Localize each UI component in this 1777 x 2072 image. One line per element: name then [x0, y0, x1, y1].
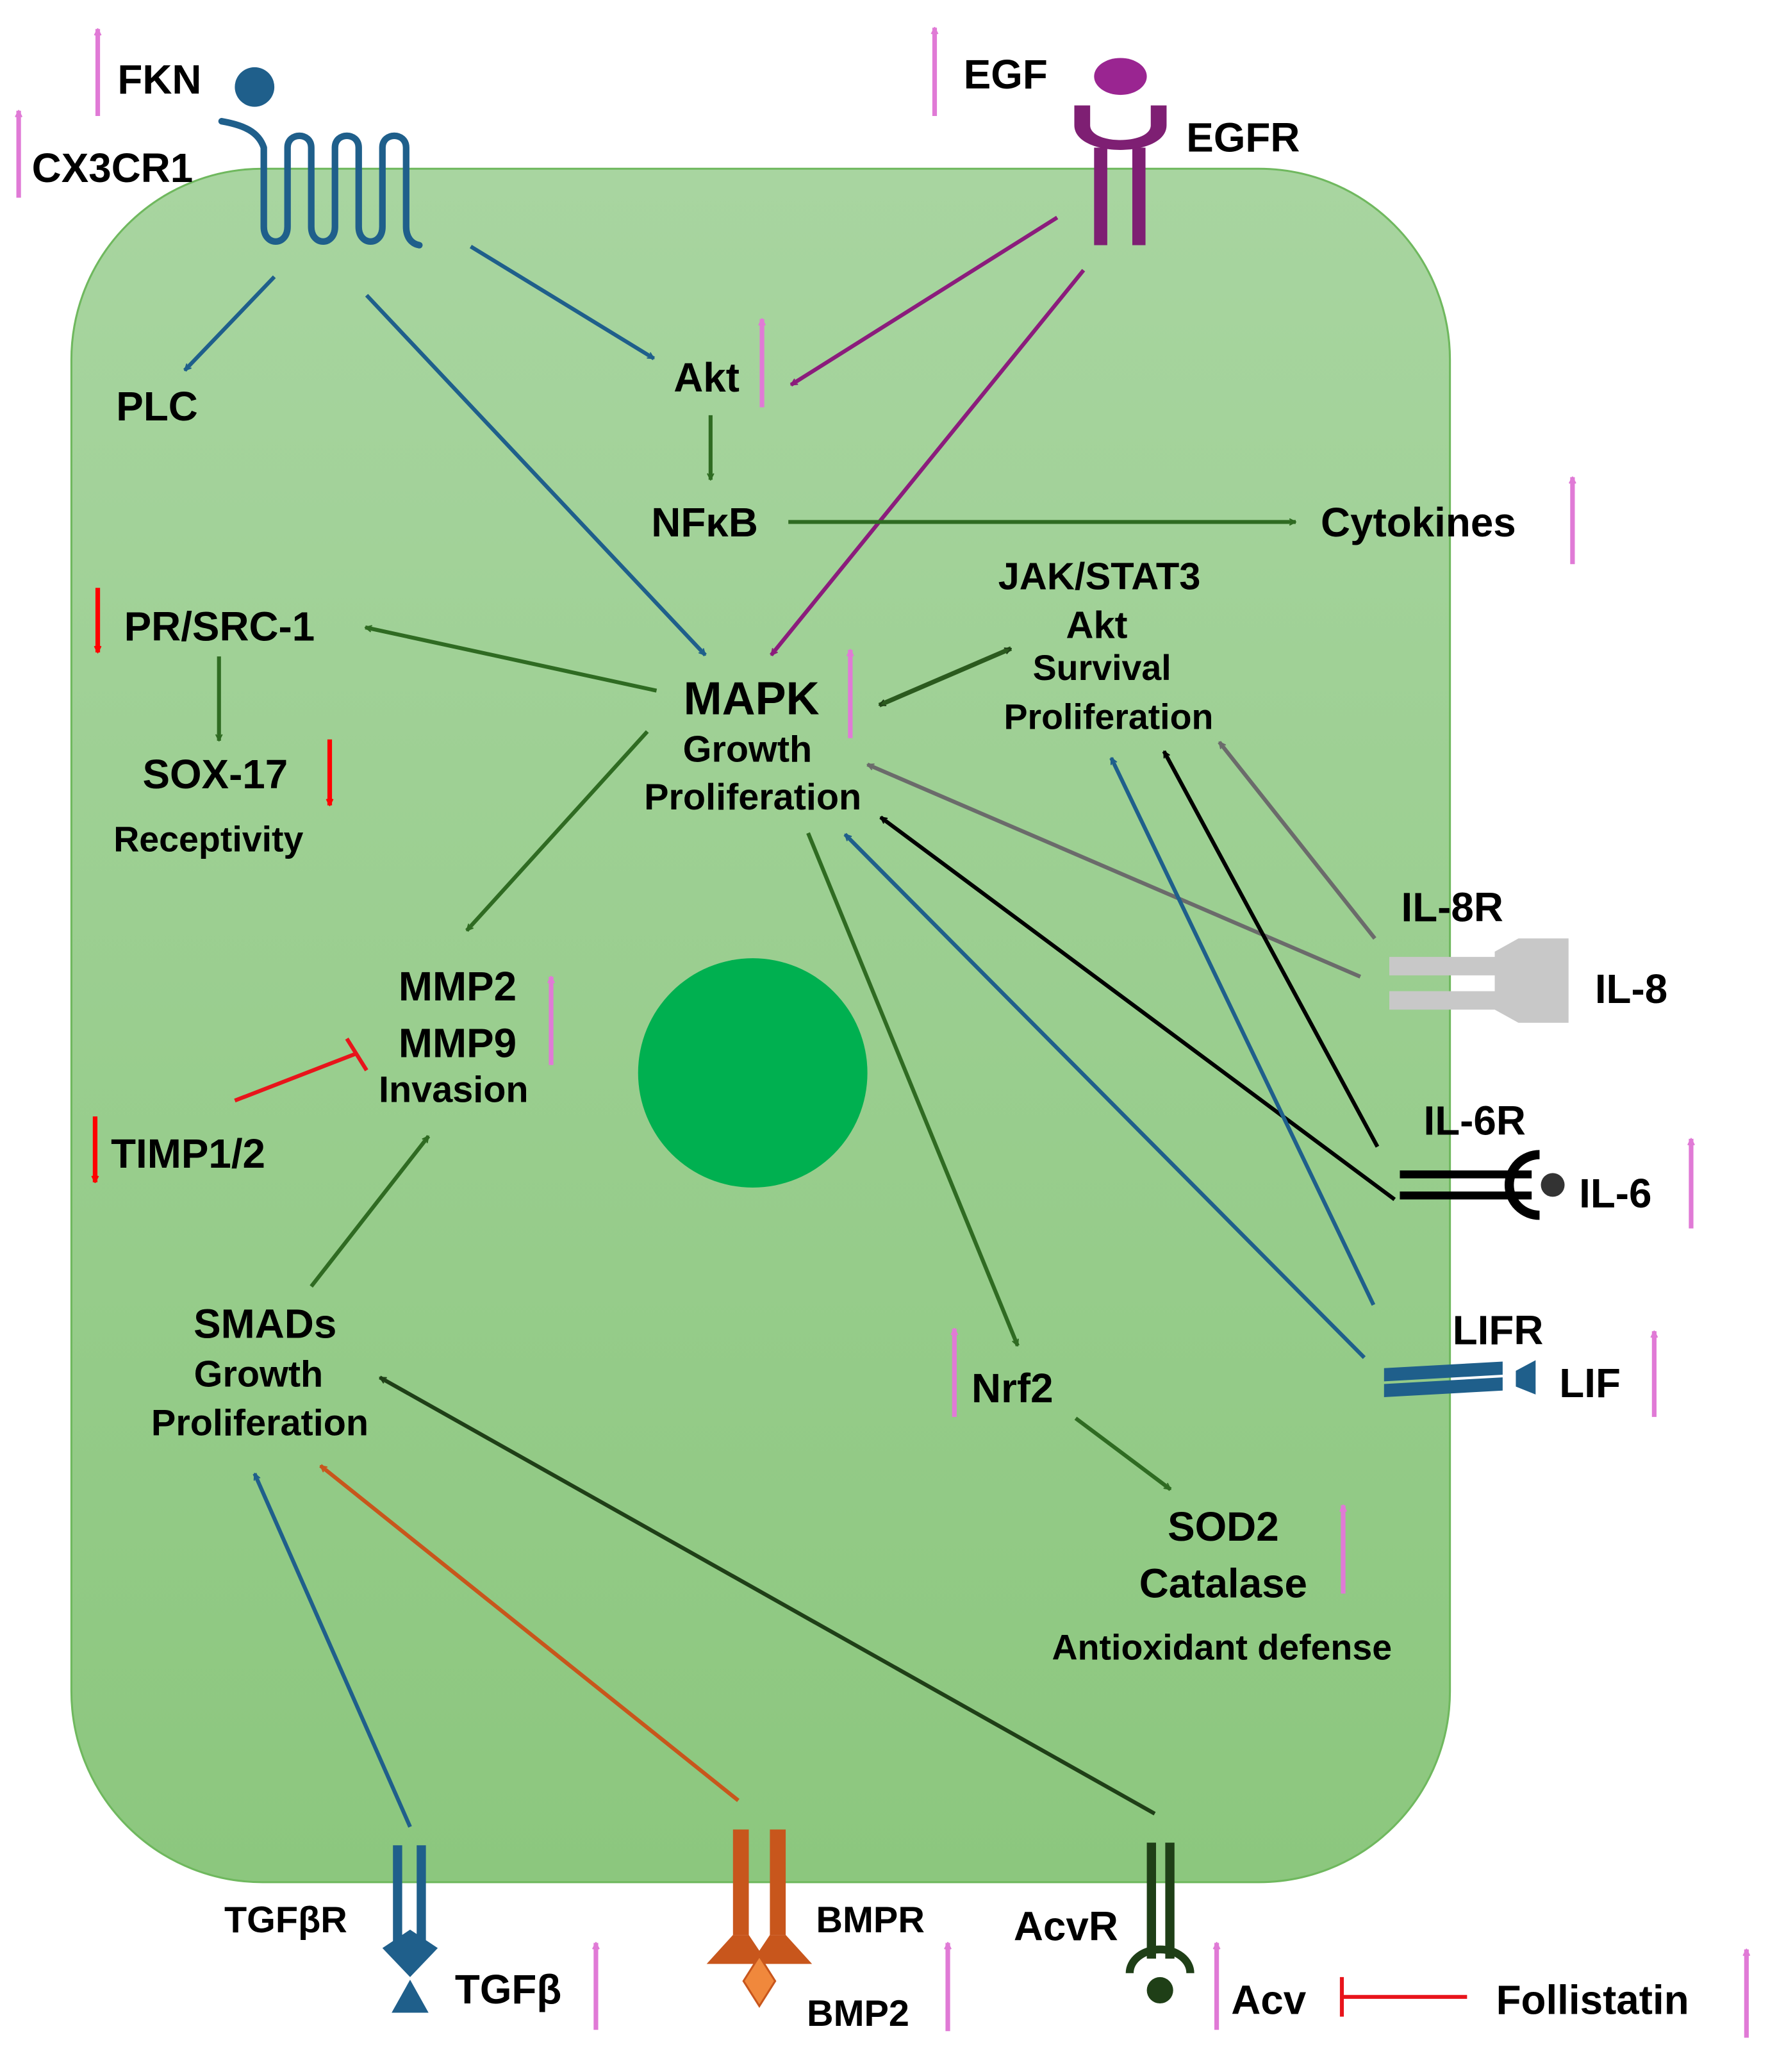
label-egf: EGF — [964, 51, 1048, 97]
il8r-receptor-icon — [1389, 938, 1569, 1023]
label-mapk-proliferation: Proliferation — [644, 777, 861, 818]
label-il8: IL-8 — [1595, 966, 1667, 1012]
arrow-il6r-jakstat3 — [1162, 751, 1380, 1148]
label-cx3cr1: CX3CR1 — [32, 145, 194, 191]
arrow-egfr-mapk — [770, 269, 1086, 657]
label-akt: Akt — [674, 354, 740, 401]
label-smads-proliferation: Proliferation — [151, 1403, 368, 1444]
label-follistatin: Follistatin — [1496, 1977, 1689, 2023]
arrow-cx3cr1-plc — [183, 275, 276, 372]
lifr-receptor-icon — [1384, 1360, 1536, 1398]
inhibit-timp-mmp — [234, 1037, 368, 1103]
arrow-mapk-nrf2 — [806, 832, 1020, 1346]
arrow-il8r-jakstat3 — [1218, 740, 1376, 940]
label-smads-growth: Growth — [194, 1354, 324, 1395]
label-survival: Survival — [1033, 648, 1171, 688]
bmpr-receptor-icon — [706, 1829, 813, 2009]
arrow-egfr-akt — [791, 215, 1059, 387]
arrow-mapk-pr-src1 — [365, 627, 657, 693]
label-smads: SMADs — [194, 1300, 336, 1347]
label-acvr: AcvR — [1014, 1903, 1118, 1949]
acvr-receptor-icon — [1125, 1843, 1194, 2004]
label-mapk-growth: Growth — [683, 729, 813, 770]
label-tgfbr: TGFβR — [224, 1900, 347, 1941]
label-plc: PLC — [116, 383, 197, 429]
label-bmp2: BMP2 — [807, 1993, 909, 2034]
il6r-receptor-icon — [1400, 1150, 1565, 1220]
label-mapk: MAPK — [684, 674, 820, 725]
cx3cr1-receptor-icon — [218, 67, 423, 249]
arrow-acvr-smads — [380, 1375, 1156, 1816]
arrow-mapk-mmp — [465, 730, 649, 932]
arrow-cx3cr1-akt — [469, 244, 654, 361]
label-fkn: FKN — [117, 56, 201, 103]
label-timp: TIMP1/2 — [111, 1131, 265, 1177]
label-cytokines: Cytokines — [1321, 499, 1516, 545]
arrow-tgfbr-smads — [252, 1473, 412, 1828]
label-lif: LIF — [1559, 1360, 1621, 1406]
label-bmpr: BMPR — [816, 1900, 925, 1941]
label-lifr: LIFR — [1453, 1307, 1544, 1354]
arrow-mapk-jakstat3 — [879, 646, 1011, 708]
arrow-lifr-mapk — [843, 833, 1366, 1359]
arrow-bmpr-smads — [319, 1464, 740, 1802]
label-akt-secondary: Akt — [1066, 603, 1127, 646]
arrow-lifr-jakstat3 — [1109, 758, 1376, 1306]
arrow-il8r-mapk — [868, 763, 1361, 979]
label-sox17: SOX-17 — [142, 751, 288, 797]
label-antioxidant-defense: Antioxidant defense — [1052, 1627, 1393, 1667]
label-mmp9: MMP9 — [399, 1020, 517, 1066]
label-nfkb: NFκB — [651, 499, 758, 545]
egfr-receptor-icon — [1074, 58, 1167, 245]
label-il6r: IL-6R — [1423, 1098, 1525, 1144]
label-il8r: IL-8R — [1401, 884, 1503, 931]
label-mmp2: MMP2 — [399, 963, 517, 1009]
label-receptivity: Receptivity — [113, 820, 303, 859]
nucleus — [638, 958, 868, 1188]
inhibit-follistatin-acv — [1339, 1977, 1467, 2017]
label-sod2: SOD2 — [1168, 1504, 1279, 1550]
tgfbr-receptor-icon — [382, 1845, 438, 2013]
label-acv: Acv — [1231, 1977, 1306, 2023]
label-invasion: Invasion — [379, 1069, 529, 1110]
label-tgfb: TGFβ — [455, 1966, 561, 2012]
label-jak-stat3: JAK/STAT3 — [998, 554, 1201, 597]
label-pr-src1: PR/SRC-1 — [124, 604, 315, 650]
arrow-il6r-mapk — [879, 815, 1396, 1201]
label-egfr: EGFR — [1186, 115, 1300, 161]
arrow-cx3cr1-mapk — [365, 294, 707, 657]
label-survival-proliferation: Proliferation — [1004, 697, 1213, 736]
arrow-nrf2-sod2 — [1074, 1416, 1172, 1491]
label-catalase: Catalase — [1139, 1561, 1307, 1607]
label-il6: IL-6 — [1579, 1170, 1651, 1216]
arrow-smads-mmp — [310, 1134, 431, 1288]
label-nrf2: Nrf2 — [971, 1365, 1054, 1411]
